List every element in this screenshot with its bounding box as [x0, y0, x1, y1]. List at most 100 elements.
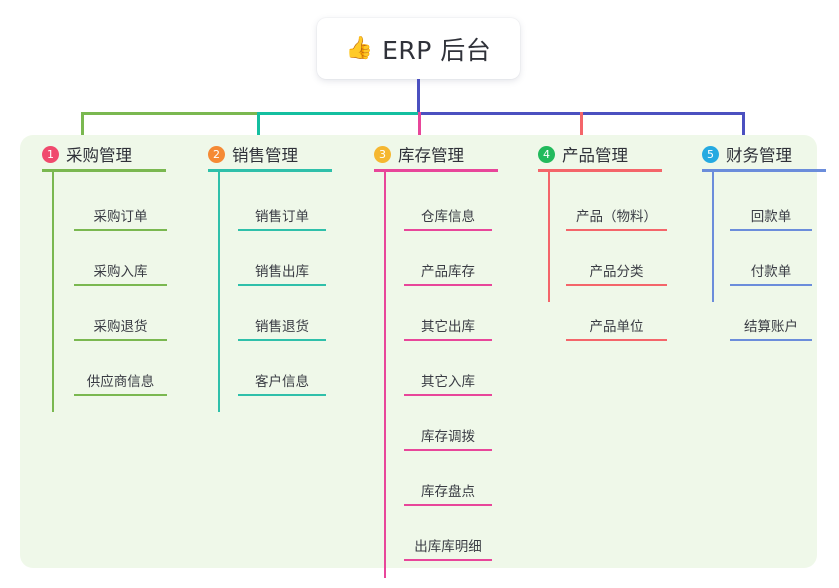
column-header-1[interactable]: 1 采购管理 [42, 142, 132, 166]
leaf-item[interactable]: 其它出库 [404, 301, 492, 341]
leaf-rule [238, 339, 326, 341]
column-header-5[interactable]: 5 财务管理 [702, 142, 792, 166]
leaf-item[interactable]: 采购退货 [74, 301, 167, 341]
leaf-item[interactable]: 销售出库 [238, 246, 326, 286]
leaf-label: 回款单 [750, 209, 792, 225]
connector-drop-3 [418, 112, 421, 138]
leaf-rule [238, 394, 326, 396]
leaf-label: 销售订单 [255, 209, 309, 225]
column-title-5: 财务管理 [726, 146, 792, 165]
leaf-label: 客户信息 [255, 374, 309, 390]
column-badge-2: 2 [208, 145, 225, 163]
leaf-item[interactable]: 销售订单 [238, 191, 326, 231]
root-stem-connector [417, 79, 420, 114]
root-node-card[interactable]: 👍 ERP 后台 [317, 18, 520, 79]
leaf-label: 采购退货 [93, 319, 148, 335]
connector-drop-4 [580, 112, 583, 138]
leaf-item[interactable]: 供应商信息 [74, 356, 167, 396]
leaf-label: 出库库明细 [414, 539, 482, 555]
leaf-item[interactable]: 仓库信息 [404, 191, 492, 231]
leaf-label: 库存调拨 [421, 429, 475, 445]
column-badge-1: 1 [42, 145, 59, 163]
leaf-rule [566, 339, 667, 341]
leaf-label: 其它出库 [421, 319, 475, 335]
column-1: 1 采购管理采购订单采购入库采购退货供应商信息 [42, 135, 196, 568]
leaf-label: 产品（物料） [576, 209, 657, 225]
column-5: 5 财务管理回款单付款单结算账户 [702, 135, 839, 568]
leaf-item[interactable]: 库存调拨 [404, 411, 492, 451]
column-rule-2 [208, 169, 332, 172]
column-header-4[interactable]: 4 产品管理 [538, 142, 628, 166]
diagram-panel: 1 采购管理采购订单采购入库采购退货供应商信息 2 销售管理销售订单销售出库销售退货客… [20, 135, 826, 578]
thumbs-up-icon: 👍 [345, 35, 374, 61]
column-rail-1 [52, 169, 54, 412]
leaf-label: 结算账户 [744, 319, 798, 335]
leaf-label: 其它入库 [421, 374, 475, 390]
leaf-item[interactable]: 付款单 [730, 246, 812, 286]
leaf-item[interactable]: 回款单 [730, 191, 812, 231]
leaf-rule [730, 229, 812, 231]
column-badge-5: 5 [702, 145, 719, 163]
leaf-rule [404, 504, 492, 506]
leaf-item[interactable]: 其它入库 [404, 356, 492, 396]
leaf-label: 付款单 [750, 264, 792, 280]
leaf-rule [404, 229, 492, 231]
leaf-label: 销售退货 [255, 319, 309, 335]
column-rail-5 [712, 169, 714, 302]
leaf-item[interactable]: 客户信息 [238, 356, 326, 396]
column-title-1: 采购管理 [66, 146, 132, 165]
column-badge-3: 3 [374, 145, 391, 163]
leaf-item[interactable]: 产品单位 [566, 301, 667, 341]
leaf-item[interactable]: 库存盘点 [404, 466, 492, 506]
column-badge-4: 4 [538, 145, 555, 163]
leaf-label: 销售出库 [255, 264, 309, 280]
leaf-item[interactable]: 产品库存 [404, 246, 492, 286]
column-title-3: 库存管理 [398, 146, 464, 165]
leaf-label: 采购订单 [93, 209, 148, 225]
leaf-rule [74, 284, 167, 286]
leaf-label: 产品分类 [589, 264, 644, 280]
column-header-2[interactable]: 2 销售管理 [208, 142, 298, 166]
connector-bar-2 [257, 112, 419, 115]
column-2: 2 销售管理销售订单销售出库销售退货客户信息 [208, 135, 362, 568]
column-title-4: 产品管理 [562, 146, 628, 165]
leaf-rule [74, 339, 167, 341]
leaf-rule [74, 229, 167, 231]
column-header-3[interactable]: 3 库存管理 [374, 142, 464, 166]
connector-drop-2 [257, 112, 260, 138]
connector-drop-1 [81, 112, 84, 138]
leaf-item[interactable]: 产品分类 [566, 246, 667, 286]
column-rail-2 [218, 169, 220, 412]
leaf-rule [404, 284, 492, 286]
column-4: 4 产品管理产品（物料） 产品分类产品单位 [538, 135, 692, 568]
leaf-label: 采购入库 [93, 264, 148, 280]
column-title-2: 销售管理 [232, 146, 298, 165]
column-rail-3 [384, 169, 386, 578]
leaf-item[interactable]: 结算账户 [730, 301, 812, 341]
leaf-rule [566, 229, 667, 231]
leaf-label: 产品单位 [589, 319, 644, 335]
leaf-item[interactable]: 产品（物料） [566, 191, 667, 231]
leaf-label: 供应商信息 [86, 374, 155, 390]
column-rule-3 [374, 169, 498, 172]
leaf-rule [730, 284, 812, 286]
leaf-rule [404, 339, 492, 341]
leaf-rule [404, 394, 492, 396]
leaf-rule [404, 559, 492, 561]
leaf-item[interactable]: 采购订单 [74, 191, 167, 231]
leaf-rule [730, 339, 812, 341]
leaf-rule [74, 394, 167, 396]
connector-drop-5 [742, 112, 745, 138]
leaf-rule [238, 229, 326, 231]
column-3: 3 库存管理仓库信息产品库存其它出库其它入库库存调拨库存盘点出库库明细 [374, 135, 528, 578]
leaf-item[interactable]: 销售退货 [238, 301, 326, 341]
column-rule-1 [42, 169, 166, 172]
connector-bar-1 [81, 112, 257, 115]
leaf-rule [566, 284, 667, 286]
page-title: ERP 后台 [382, 35, 492, 65]
column-rail-4 [548, 169, 550, 302]
leaf-label: 仓库信息 [421, 209, 475, 225]
leaf-item[interactable]: 采购入库 [74, 246, 167, 286]
leaf-item[interactable]: 出库库明细 [404, 521, 492, 561]
